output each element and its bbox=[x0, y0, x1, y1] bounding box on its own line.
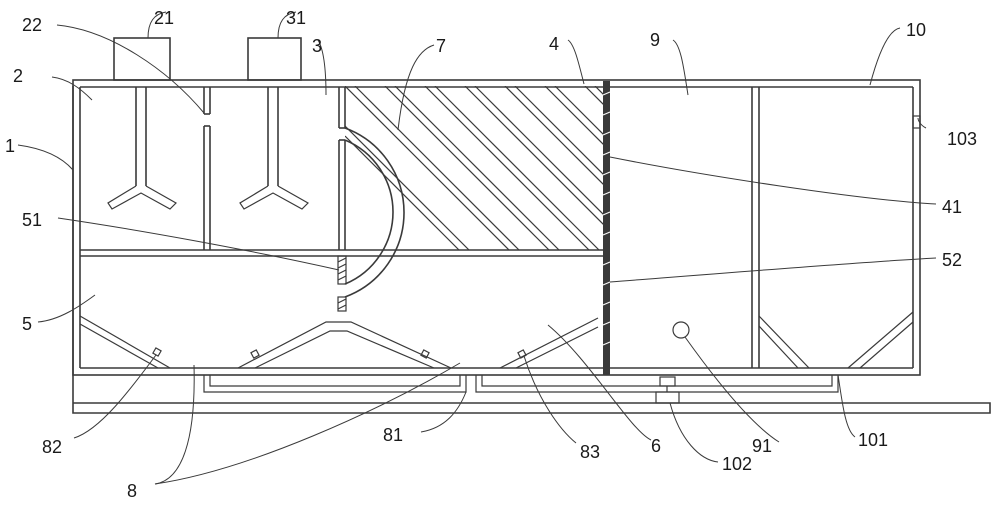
label-2: 2 bbox=[13, 66, 23, 86]
agitator-21 bbox=[107, 87, 177, 210]
label-52: 52 bbox=[942, 250, 962, 270]
label-1: 1 bbox=[5, 136, 15, 156]
label-81: 81 bbox=[383, 425, 403, 445]
partition-3 bbox=[338, 87, 346, 250]
outlet-103 bbox=[912, 115, 921, 129]
partition-22 bbox=[203, 87, 211, 250]
pipe-7 bbox=[344, 127, 405, 298]
hopper-6 bbox=[499, 317, 599, 369]
nozzle-82 bbox=[152, 347, 162, 357]
partition-9-10 bbox=[751, 87, 760, 368]
label-83: 83 bbox=[580, 442, 600, 462]
label-5: 5 bbox=[22, 314, 32, 334]
hopper-5 bbox=[79, 315, 171, 369]
label-3: 3 bbox=[312, 36, 322, 56]
valve-102 bbox=[655, 376, 680, 404]
nozzle-83 bbox=[517, 349, 527, 359]
reference-labels: 21 31 22 2 3 7 4 9 10 1 103 41 51 52 5 8… bbox=[5, 8, 977, 501]
nozzle-left bbox=[250, 349, 260, 359]
label-6: 6 bbox=[651, 436, 661, 456]
mid-partition bbox=[80, 249, 604, 257]
sensor-91 bbox=[672, 321, 690, 339]
label-82: 82 bbox=[42, 437, 62, 457]
label-9: 9 bbox=[650, 30, 660, 50]
tank-outline bbox=[72, 79, 921, 376]
label-4: 4 bbox=[549, 34, 559, 54]
inclined-plates-hatch bbox=[345, 86, 604, 250]
label-41: 41 bbox=[942, 197, 962, 217]
motor-box-31 bbox=[247, 37, 302, 81]
label-103: 103 bbox=[947, 129, 977, 149]
label-10: 10 bbox=[906, 20, 926, 40]
leader-lines bbox=[17, 11, 937, 485]
label-101: 101 bbox=[858, 430, 888, 450]
hopper-10 bbox=[758, 311, 914, 369]
label-102: 102 bbox=[722, 454, 752, 474]
filter-wall bbox=[602, 81, 611, 375]
hopper-8 bbox=[237, 321, 452, 369]
label-21: 21 bbox=[154, 8, 174, 28]
label-91: 91 bbox=[752, 436, 772, 456]
motor-box-21 bbox=[113, 37, 171, 81]
agitator-31 bbox=[239, 87, 309, 210]
label-51: 51 bbox=[22, 210, 42, 230]
bottom-pipes bbox=[203, 375, 839, 393]
label-8: 8 bbox=[127, 481, 137, 501]
label-31: 31 bbox=[286, 8, 306, 28]
label-7: 7 bbox=[436, 36, 446, 56]
nozzle-right bbox=[420, 349, 430, 359]
label-22: 22 bbox=[22, 15, 42, 35]
